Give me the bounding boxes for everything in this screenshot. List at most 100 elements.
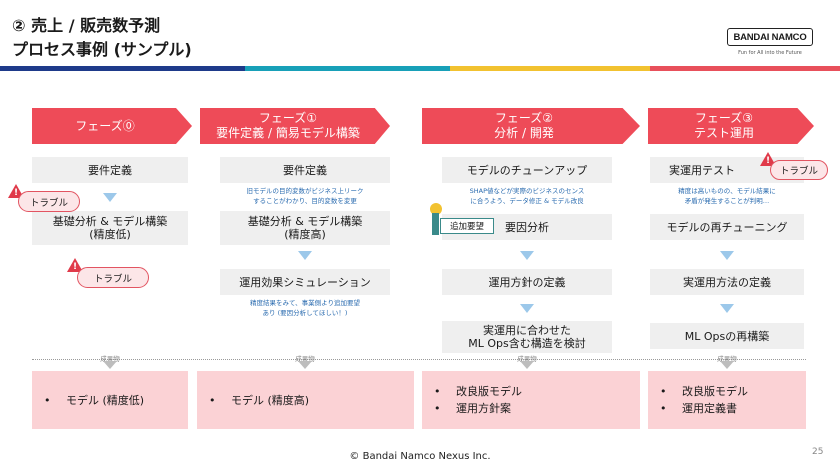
deliverable-arrow (103, 361, 117, 369)
col1-note-target-change-line2: することがわかり、目的変数を変更 (253, 197, 357, 205)
header-colorbar-teal (245, 66, 450, 71)
phase-2-title: フェーズ② (494, 111, 554, 125)
col3-note-contradiction-line2: 矛盾が発生することが判明… (684, 197, 770, 205)
col3-note-contradiction-line1: 精度は高いものの、モデル結果に (678, 187, 776, 195)
medal-icon (430, 203, 442, 215)
col1-step-basic-model-line1: 基礎分析 & モデル構築 (247, 215, 363, 228)
col3-arrow-1 (720, 251, 734, 260)
header-colorbar-yellow (450, 66, 650, 71)
col1-note-target-change-line1: 旧モデルの目的変数がビジネス上リーク (246, 187, 364, 195)
col2-note-shap: SHAP値などが実際のビジネスのセンス に合うよう、データ修正 & モデル改良 (427, 186, 627, 206)
col3-step-retuning-label: モデルの再チューニング (666, 220, 788, 234)
badge-ribbon (432, 213, 439, 235)
col2-step-tuneup-label: モデルのチューンアップ (466, 163, 588, 177)
output-item: • 運用定義書 (660, 400, 806, 417)
col2-step-mlops-structure-line2: ML Ops含む構造を検討 (468, 337, 586, 350)
col0-step-basic-model-line2: (精度低) (89, 228, 131, 241)
bullet: • (209, 393, 216, 407)
col1-step-simulation-label: 運用効果シミュレーション (239, 275, 371, 289)
deliverable-label: 成果物 (100, 355, 120, 363)
phase-2-chevron: フェーズ② 分析 / 開発 (422, 108, 640, 144)
output-box-phase0: •モデル (精度低) (32, 371, 188, 429)
col0-step-requirements: 要件定義 (32, 157, 188, 183)
page-title-line2: プロセス事例 (サンプル) (12, 40, 192, 59)
output-item-label: モデル (精度高) (231, 393, 310, 407)
trouble-badge-label: トラブル (779, 166, 818, 177)
output-item-label: 運用定義書 (682, 402, 737, 415)
deliverable-divider (32, 359, 806, 360)
bullet: • (660, 402, 667, 415)
phase-3-chevron: フェーズ③ テスト運用 (648, 108, 814, 144)
col1-step-requirements: 要件定義 (220, 157, 390, 183)
col1-step-basic-model: 基礎分析 & モデル構築 (精度高) (220, 211, 390, 245)
phase-1-chevron: フェーズ① 要件定義 / 簡易モデル構築 (200, 108, 390, 144)
deliverable-label: 成果物 (517, 355, 537, 363)
trouble-badge-label: トラブル (93, 273, 132, 285)
col3-step-mlops-rebuild: ML Opsの再構築 (650, 323, 804, 349)
page-title-line1: ② 売上 / 販売数予測 (12, 16, 161, 35)
phase-3-subtitle: テスト運用 (693, 126, 754, 140)
page-number: 25 (812, 447, 824, 457)
output-box-phase2: • 改良版モデル • 運用方針案 (422, 371, 640, 429)
copyright-footer: © Bandai Namco Nexus Inc. (349, 451, 491, 462)
output-item-label: 改良版モデル (682, 385, 748, 398)
output-item: • モデル (精度高) (209, 392, 414, 409)
col0-arrow-1 (103, 193, 117, 202)
bullet: • (434, 402, 441, 415)
col3-note-contradiction: 精度は高いものの、モデル結果に 矛盾が発生することが判明… (637, 186, 817, 206)
deliverable-arrow (720, 361, 734, 369)
header-colorbar-red (650, 66, 840, 71)
deliverable-label: 成果物 (295, 355, 315, 363)
col2-step-factor-analysis-label: 要因分析 (505, 220, 549, 234)
brand-tagline: Fun for All into the Future (738, 50, 802, 56)
col1-note-additional-request-line1: 精度結果をみて、事業側より追加要望 (249, 299, 361, 307)
phase-1-title: フェーズ① (258, 111, 318, 125)
col1-arrow-1 (298, 251, 312, 260)
phase-2-subtitle: 分析 / 開発 (494, 126, 554, 140)
col3-arrow-2 (720, 304, 734, 313)
col1-note-target-change: 旧モデルの目的変数がビジネス上リーク することがわかり、目的変数を変更 (205, 186, 405, 206)
col3-step-ops-definition: 実運用方法の定義 (650, 269, 804, 295)
col0-step-requirements-label: 要件定義 (88, 163, 132, 177)
trouble-badge: トラブル (77, 267, 149, 288)
brand-logo: BANDAI NAMCO (727, 28, 813, 46)
deliverable-arrow (298, 361, 312, 369)
phase-0-chevron: フェーズ⓪ (32, 108, 192, 144)
output-item-label: 改良版モデル (456, 385, 522, 398)
col2-arrow-2 (520, 304, 534, 313)
col1-step-simulation: 運用効果シミュレーション (220, 269, 390, 295)
col1-note-additional-request-line2: あり (要因分析してほしい！) (262, 309, 348, 317)
output-item: • 運用方針案 (434, 400, 640, 417)
col3-step-ops-definition-label: 実運用方法の定義 (683, 275, 771, 289)
additional-request-badge: 追加要望 (440, 218, 494, 234)
trouble-badge: トラブル (770, 160, 828, 180)
col2-note-shap-line2: に合うよう、データ修正 & モデル改良 (470, 197, 584, 205)
col3-step-test-label: 実運用テスト (669, 163, 735, 177)
col2-note-shap-line1: SHAP値などが実際のビジネスのセンス (469, 187, 585, 195)
col1-note-additional-request: 精度結果をみて、事業側より追加要望 あり (要因分析してほしい！) (205, 298, 405, 318)
bullet: • (434, 385, 441, 398)
warning-icon-mark: ! (13, 188, 19, 198)
col3-step-mlops-rebuild-label: ML Opsの再構築 (684, 329, 770, 343)
col3-step-retuning: モデルの再チューニング (650, 214, 804, 240)
bullet: • (660, 385, 667, 398)
col2-step-mlops-structure-line1: 実運用に合わせた (483, 324, 571, 337)
deliverable-label: 成果物 (717, 355, 737, 363)
trouble-badge-label: トラブル (29, 197, 68, 209)
phase-3-title: フェーズ③ (694, 111, 754, 125)
deliverable-arrow (520, 361, 534, 369)
phase-0-title: フェーズ⓪ (75, 118, 135, 133)
output-item: • 改良版モデル (660, 383, 806, 400)
col2-arrow-1 (520, 251, 534, 260)
warning-icon-mark: ! (72, 262, 78, 272)
output-box-phase3: • 改良版モデル • 運用定義書 (648, 371, 806, 429)
bullet: • (44, 393, 51, 407)
output-item: • 改良版モデル (434, 383, 640, 400)
output-item-label: 運用方針案 (456, 402, 511, 415)
col2-step-mlops-structure: 実運用に合わせた ML Ops含む構造を検討 (442, 321, 612, 353)
col0-step-basic-model-line1: 基礎分析 & モデル構築 (52, 215, 168, 228)
header-colorbar-navy (0, 66, 245, 71)
trouble-badge: トラブル (18, 191, 80, 212)
output-item: •モデル (精度低) (44, 392, 188, 409)
col1-step-requirements-label: 要件定義 (283, 163, 327, 177)
